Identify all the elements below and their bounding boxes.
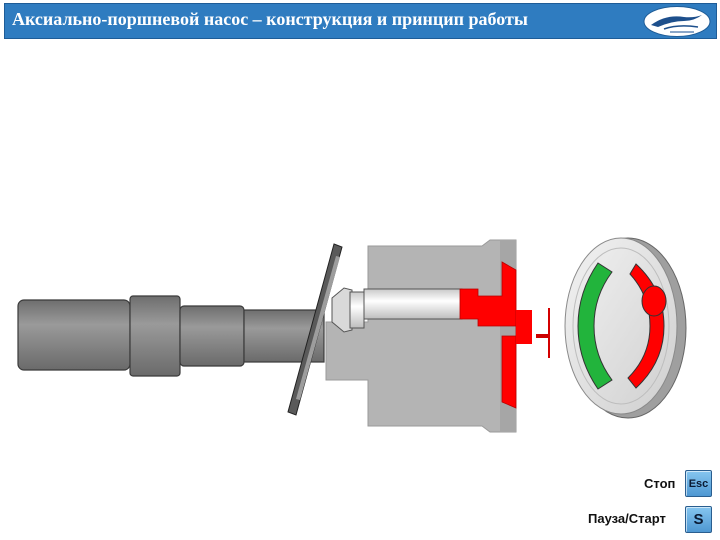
pause-start-label: Пауза/Старт: [588, 511, 666, 526]
title-bar: Аксиально-поршневой насос – конструкция …: [4, 3, 717, 39]
shaft-mid-section: [179, 305, 245, 367]
valve-plate: [564, 237, 687, 419]
bird-logo-icon: [643, 6, 711, 37]
piston-port: [641, 285, 667, 317]
suction-port: [577, 262, 613, 390]
shaft-collar: [129, 295, 181, 377]
stop-button[interactable]: Esc: [685, 470, 712, 497]
pump-scene: [17, 237, 687, 433]
pressure-chamber: [459, 261, 550, 409]
stop-label: Стоп: [644, 476, 676, 491]
shaft-end-section: [17, 299, 131, 371]
page-title: Аксиально-поршневой насос – конструкция …: [12, 9, 528, 29]
pause-start-button[interactable]: S: [685, 506, 712, 533]
swash-plate: [287, 243, 343, 416]
cylinder-housing: [325, 239, 517, 433]
drive-shaft: [17, 295, 325, 377]
piston: [331, 287, 463, 333]
